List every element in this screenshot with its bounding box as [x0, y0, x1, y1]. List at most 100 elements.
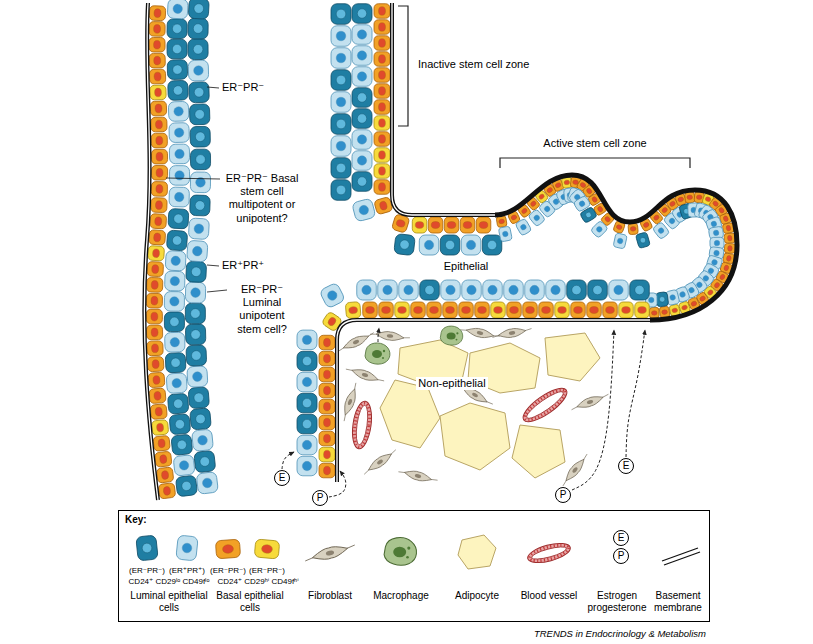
cell-body	[374, 84, 390, 99]
cell-nucleus	[195, 200, 205, 210]
cell-nucleus	[446, 285, 455, 294]
cell-body	[190, 126, 210, 147]
cell	[507, 302, 522, 318]
cell	[149, 22, 165, 37]
cell-body	[635, 232, 650, 249]
cell-body	[331, 4, 351, 25]
cell-nucleus	[669, 200, 676, 207]
leader-line	[166, 178, 220, 179]
cell-body	[498, 226, 512, 242]
cell-nucleus	[414, 307, 423, 314]
cell-nucleus	[163, 486, 171, 495]
cell-body	[188, 60, 208, 81]
cell	[190, 195, 211, 216]
cell-body	[297, 330, 317, 350]
cell	[525, 280, 545, 300]
illustration-part	[497, 326, 526, 339]
cell-body	[352, 4, 372, 24]
cell-nucleus	[182, 543, 193, 554]
cell-body	[319, 367, 335, 382]
cell	[483, 280, 503, 300]
cell-nucleus	[324, 466, 331, 475]
cell-nucleus	[510, 214, 517, 221]
cell-nucleus	[175, 419, 185, 429]
illustration-part	[361, 372, 368, 378]
cell-nucleus	[555, 182, 562, 189]
cell-body	[297, 351, 317, 371]
cell-body	[185, 324, 205, 345]
cell-body	[412, 217, 427, 233]
cell	[186, 345, 207, 366]
cell-nucleus	[302, 377, 311, 386]
illustration-part	[350, 400, 375, 450]
cell-body	[215, 539, 240, 559]
cell	[374, 4, 390, 19]
basement-membrane	[337, 320, 650, 482]
cell-nucleus	[156, 423, 164, 432]
cell-nucleus	[509, 285, 518, 294]
cell-body	[167, 19, 187, 39]
illustration-part	[471, 392, 478, 398]
cell-body	[613, 233, 627, 249]
cell-nucleus	[597, 206, 604, 213]
cell-nucleus	[379, 183, 386, 192]
cell-body	[374, 132, 390, 147]
cell-body	[169, 414, 191, 435]
illustration-part	[352, 339, 359, 345]
legend-text: Estrogen progesterone	[586, 590, 648, 614]
cell	[319, 335, 335, 350]
cell-nucleus	[327, 316, 338, 327]
cell	[165, 251, 186, 272]
cell-nucleus	[196, 155, 206, 165]
cell	[149, 230, 166, 246]
cell-nucleus	[357, 177, 366, 186]
cell-body	[724, 243, 735, 253]
hormone-circle: P	[613, 548, 629, 564]
epithelial-cells	[331, 4, 502, 256]
cell-nucleus	[194, 3, 204, 13]
cell-body	[352, 172, 372, 192]
cell-nucleus	[366, 307, 375, 314]
cell-nucleus	[379, 119, 386, 128]
cell-body	[149, 37, 165, 52]
cell-nucleus	[222, 544, 233, 553]
illustration-part	[354, 404, 369, 445]
cell-nucleus	[156, 168, 163, 177]
cell-nucleus	[462, 307, 471, 314]
illustration-part	[526, 540, 573, 567]
cell-nucleus	[690, 300, 697, 307]
cell-nucleus	[502, 231, 508, 237]
cell	[331, 180, 351, 201]
cell-nucleus	[585, 211, 593, 219]
legend-text: Blood vessel	[521, 590, 578, 602]
cell-body	[394, 234, 416, 256]
cell	[147, 261, 164, 276]
cell	[150, 404, 167, 420]
stroma	[336, 325, 610, 488]
cell-nucleus	[154, 72, 161, 81]
cell-nucleus	[431, 222, 440, 229]
cell	[319, 367, 335, 382]
cell-nucleus	[158, 439, 166, 448]
cell-nucleus	[154, 25, 161, 34]
cell-nucleus	[723, 265, 729, 272]
region-label: Epithelial	[442, 260, 491, 273]
cell-nucleus	[194, 224, 204, 234]
cell	[165, 332, 186, 352]
cell-body	[168, 101, 189, 121]
cell	[156, 467, 174, 483]
cell-nucleus	[193, 24, 203, 34]
cell-body	[148, 246, 165, 261]
cell-nucleus	[336, 97, 346, 107]
cell	[379, 302, 394, 318]
basement-membrane	[392, 3, 495, 215]
cell-nucleus	[336, 185, 346, 195]
cell	[374, 36, 390, 51]
cell-body	[331, 180, 351, 201]
cell	[331, 92, 351, 113]
cell-nucleus	[382, 307, 391, 314]
cell	[504, 280, 524, 300]
cell-nucleus	[170, 276, 180, 286]
